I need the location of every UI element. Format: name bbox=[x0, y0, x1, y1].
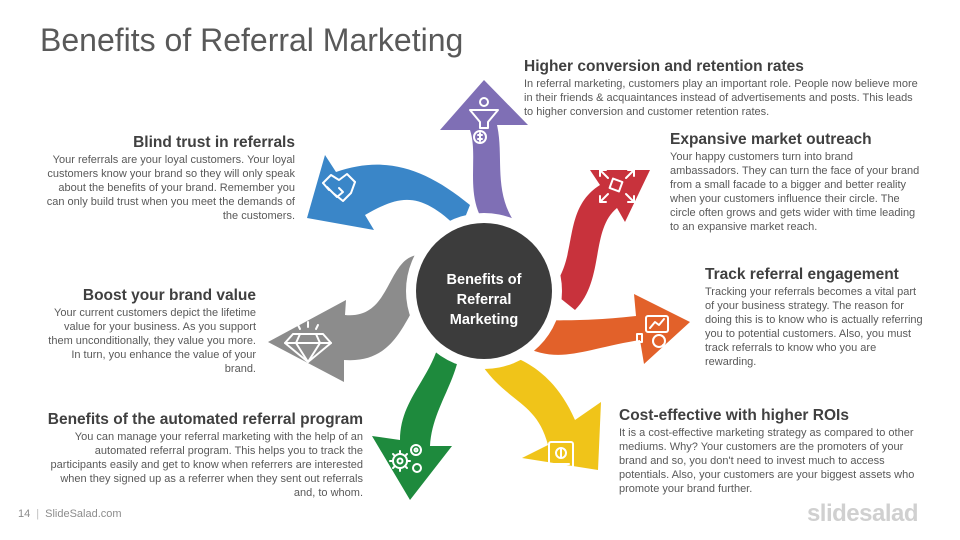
arrow-market-outreach bbox=[550, 170, 650, 310]
slide-title: Benefits of Referral Marketing bbox=[40, 22, 464, 58]
gears-icon bbox=[389, 444, 422, 473]
benefit-block-trust: Blind trust in referrals Your referrals … bbox=[44, 133, 295, 223]
benefit-heading: Cost-effective with higher ROIs bbox=[619, 407, 849, 424]
arrow-conversion-retention bbox=[440, 80, 528, 235]
benefit-heading: Boost your brand value bbox=[82, 287, 256, 304]
arrow-automated-program bbox=[372, 340, 460, 500]
diamond-icon bbox=[284, 321, 332, 363]
benefit-heading: Higher conversion and retention rates bbox=[524, 58, 804, 75]
benefit-block-brand-value: Boost your brand value Your current cust… bbox=[40, 286, 256, 376]
benefit-body: In referral marketing, customers play an… bbox=[524, 78, 918, 118]
arrow-brand-value bbox=[268, 254, 440, 382]
arrow-track-engagement bbox=[520, 294, 690, 364]
footer-site: SlideSalad.com bbox=[45, 508, 122, 520]
benefit-block-tracking: Track referral engagement Tracking your … bbox=[705, 265, 925, 369]
benefit-heading: Blind trust in referrals bbox=[133, 134, 295, 151]
analytics-magnifier-icon bbox=[636, 315, 669, 351]
arrow-cost-effective bbox=[470, 345, 601, 470]
dollar-bill-icon bbox=[548, 441, 574, 471]
benefit-heading: Benefits of the automated referral progr… bbox=[47, 411, 363, 428]
benefit-body: It is a cost-effective marketing strateg… bbox=[619, 427, 915, 495]
benefit-body: Your happy customers turn into brand amb… bbox=[670, 151, 920, 233]
benefit-body: Your referrals are your loyal customers.… bbox=[46, 154, 295, 222]
slidesalad-logo: slidesalad bbox=[806, 500, 919, 527]
center-label: Benefits of Referral Marketing bbox=[446, 272, 522, 328]
benefit-body: You can manage your referral marketing w… bbox=[50, 431, 363, 499]
benefit-heading: Track referral engagement bbox=[705, 266, 899, 283]
funnel-dollar-icon bbox=[469, 97, 499, 144]
handshake-icon bbox=[322, 173, 356, 202]
benefit-block-outreach: Expansive market outreach Your happy cus… bbox=[670, 130, 920, 234]
page-number: 14 bbox=[18, 508, 31, 520]
benefit-heading: Expansive market outreach bbox=[670, 131, 872, 148]
footer: 14|SlideSalad.com bbox=[18, 508, 122, 520]
center-circle bbox=[416, 223, 552, 359]
benefit-block-cost: Cost-effective with higher ROIs It is a … bbox=[619, 406, 924, 496]
expand-arrows-icon bbox=[599, 169, 635, 203]
benefit-body: Your current customers depict the lifeti… bbox=[48, 307, 256, 375]
benefit-body: Tracking your referrals becomes a vital … bbox=[705, 286, 923, 368]
benefit-block-conversion: Higher conversion and retention rates In… bbox=[524, 57, 924, 119]
benefit-block-automated: Benefits of the automated referral progr… bbox=[40, 410, 363, 500]
